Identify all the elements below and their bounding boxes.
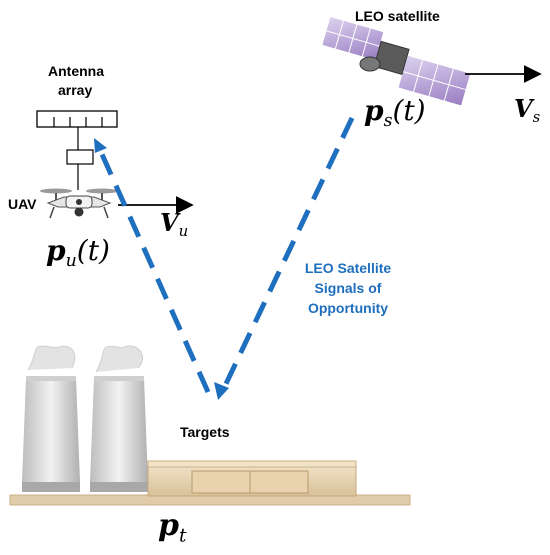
signals-of-opportunity-label: LEO Satellite Signals of Opportunity bbox=[278, 258, 418, 318]
antenna-array-icon bbox=[36, 110, 118, 190]
uav-pos-base: p bbox=[46, 234, 66, 267]
signal-path-satellite-to-target bbox=[214, 116, 355, 400]
satellite-position-symbol: ps(t) bbox=[364, 94, 426, 131]
sat-vel-base: V bbox=[514, 94, 533, 123]
uav-pos-arg: (t) bbox=[76, 234, 110, 267]
antenna-label-line1: Antenna bbox=[48, 63, 104, 79]
uav-vel-base: V bbox=[160, 208, 179, 237]
signals-line2: Signals of bbox=[314, 280, 382, 296]
satellite-label: LEO satellite bbox=[355, 8, 440, 24]
sat-vel-sub: s bbox=[532, 108, 541, 127]
cooling-tower-icon bbox=[22, 345, 148, 492]
targets-label: Targets bbox=[180, 424, 230, 440]
uav-drone-icon bbox=[40, 188, 118, 219]
target-pos-base: p bbox=[158, 508, 179, 543]
satellite-velocity-symbol: Vs bbox=[514, 94, 540, 126]
sat-pos-sub: s bbox=[383, 111, 393, 132]
leo-satellite-icon bbox=[321, 15, 472, 107]
sat-pos-base: p bbox=[364, 94, 384, 127]
signals-line1: LEO Satellite bbox=[304, 260, 392, 276]
target-building-icon bbox=[147, 460, 357, 497]
signal-path-target-to-uav bbox=[94, 138, 211, 394]
target-pos-sub: t bbox=[178, 525, 187, 547]
sat-pos-arg: (t) bbox=[392, 94, 426, 127]
uav-vel-sub: u bbox=[178, 222, 189, 241]
antenna-label-line2: array bbox=[58, 82, 93, 98]
target-position-symbol: pt bbox=[158, 508, 186, 547]
signals-line3: Opportunity bbox=[307, 300, 389, 316]
uav-pos-sub: u bbox=[65, 251, 77, 272]
uav-velocity-symbol: Vu bbox=[160, 208, 188, 240]
uav-label: UAV bbox=[8, 196, 37, 212]
uav-position-symbol: pu(t) bbox=[46, 234, 110, 271]
